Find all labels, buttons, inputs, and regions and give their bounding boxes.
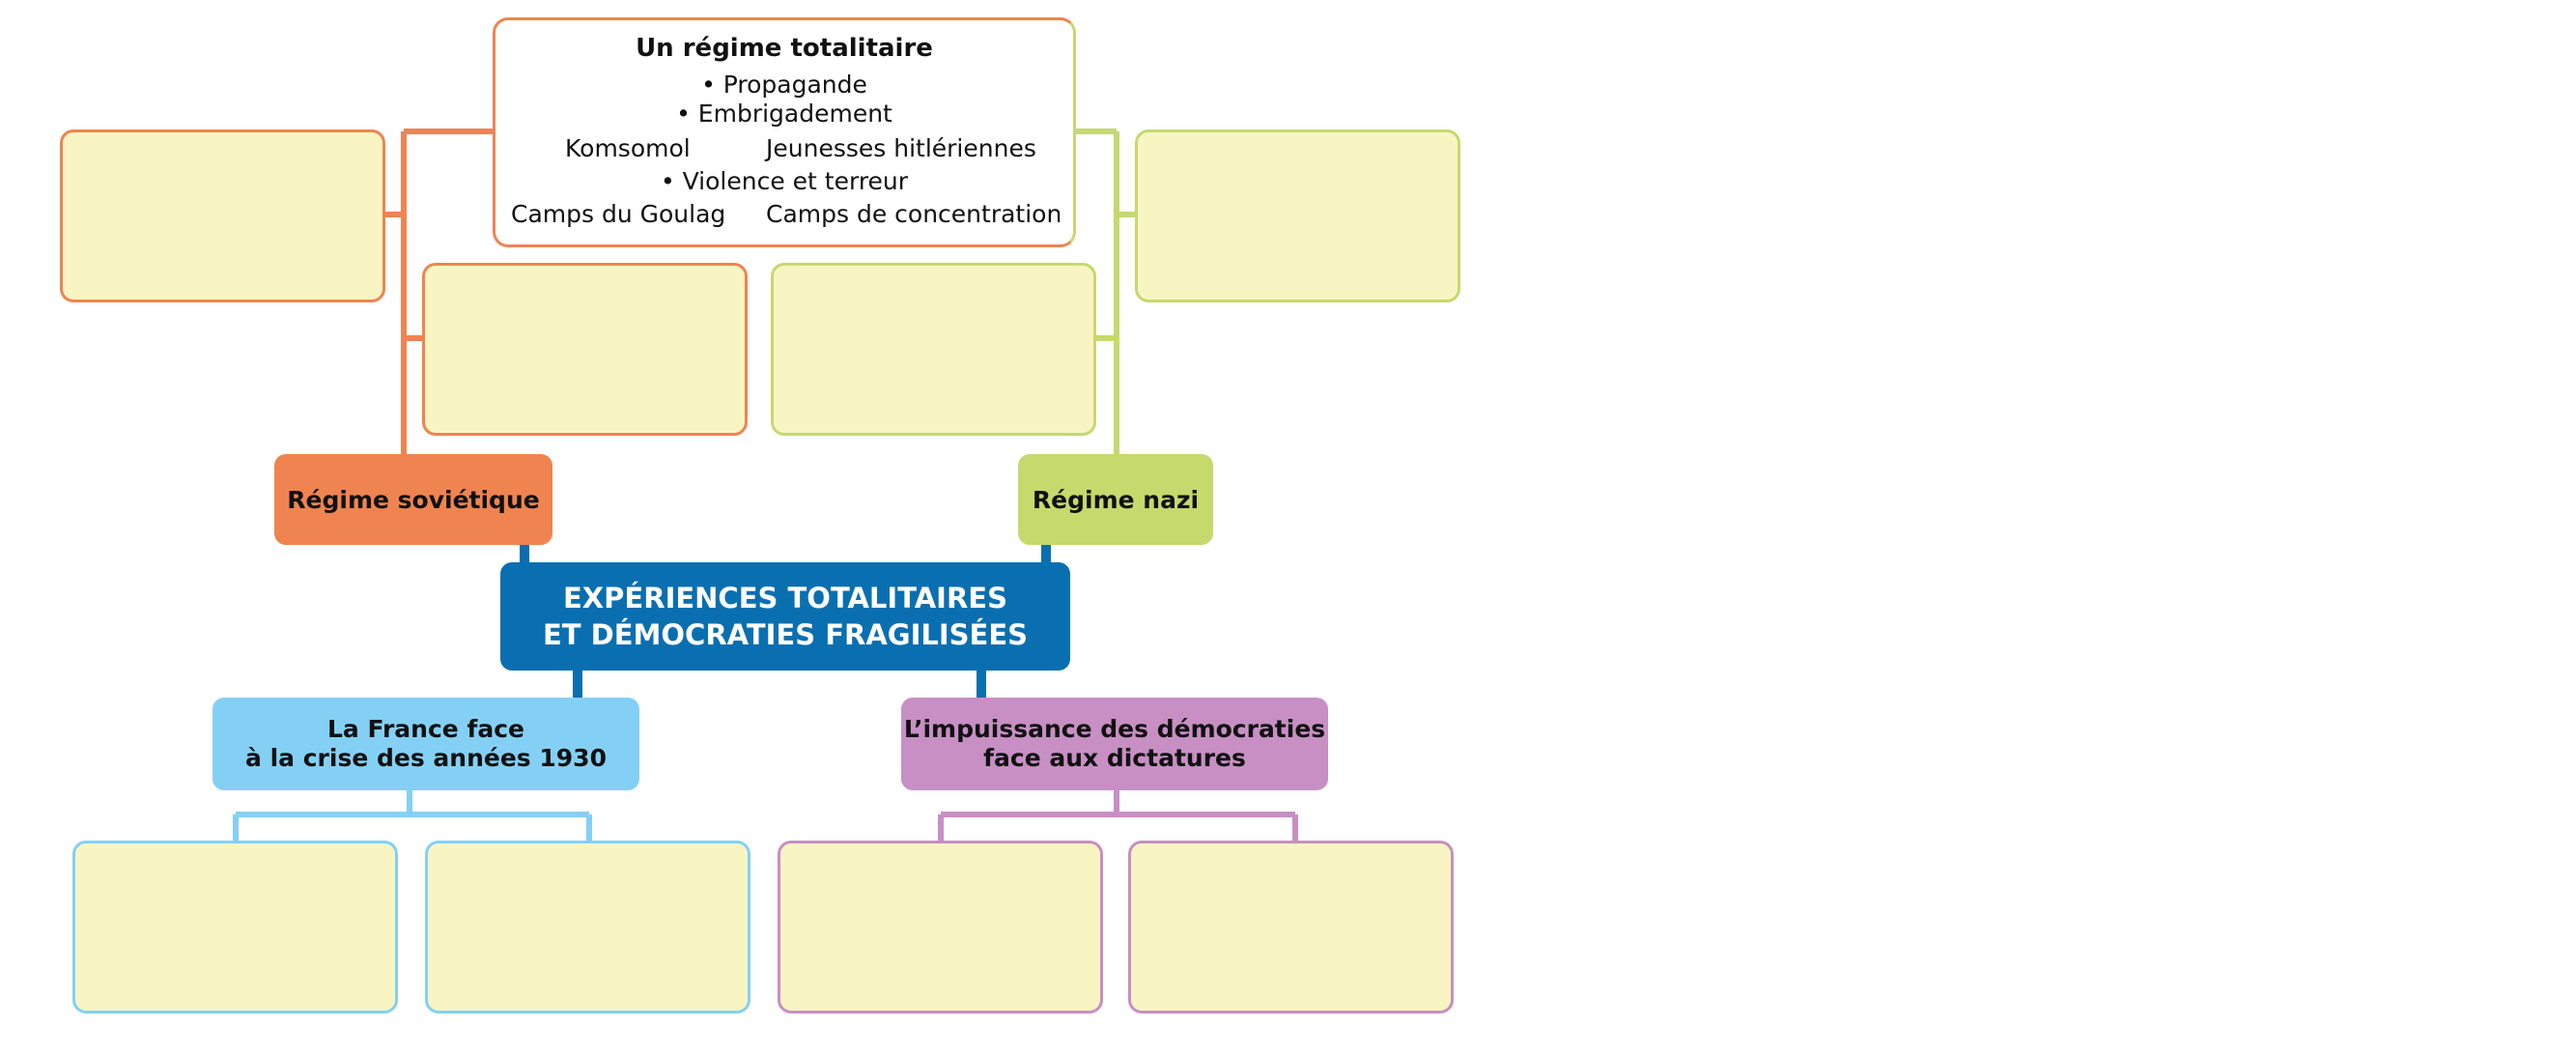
democracies-impotence-line-2: face aux dictatures <box>983 744 1246 772</box>
camps-goulag-label: Camps du Goulag <box>511 200 726 228</box>
soviet-note-box-2[interactable] <box>422 263 748 436</box>
nazi-regime-node: Régime nazi <box>1018 454 1213 545</box>
nazi-regime-label: Régime nazi <box>1032 485 1200 514</box>
france-note-box-2[interactable] <box>425 841 750 1014</box>
nazi-connectors <box>1072 129 1137 456</box>
totalitarian-regime-box: Un régime totalitaire • Propagande • Emb… <box>493 17 1076 247</box>
nazi-note-box-2[interactable] <box>1135 129 1460 302</box>
central-connectors <box>520 543 1051 700</box>
france-connectors <box>233 788 592 843</box>
violence-terreur-bullet: • Violence et terreur <box>660 167 909 195</box>
democracies-impotence-line-1: L’impuissance des démocraties <box>903 715 1326 743</box>
totalitarian-regime-title: Un régime totalitaire <box>636 34 933 63</box>
france-crisis-line-2: à la crise des années 1930 <box>245 744 607 772</box>
france-note-box-1[interactable] <box>72 841 398 1014</box>
soviet-note-box-1[interactable] <box>60 129 385 302</box>
soviet-regime-label: Régime soviétique <box>287 485 540 514</box>
nazi-note-box-1[interactable] <box>771 263 1096 436</box>
central-topic-line-1: EXPÉRIENCES TOTALITAIRES <box>563 582 1007 614</box>
embrigadement-bullet: • Embrigadement <box>676 100 892 128</box>
camps-concentration-label: Camps de concentration <box>766 200 1062 228</box>
central-topic-line-2: ET DÉMOCRATIES FRAGILISÉES <box>542 618 1029 651</box>
propagande-bullet: • Propagande <box>701 71 867 99</box>
france-crisis-node: La France face à la crise des années 193… <box>212 698 639 790</box>
soviet-regime-node: Régime soviétique <box>274 454 552 545</box>
soviet-connectors <box>384 129 493 456</box>
impuissance-note-box-2[interactable] <box>1128 841 1454 1014</box>
jeunesses-hitleriennes-label: Jeunesses hitlériennes <box>766 134 1036 162</box>
impuissance-connectors <box>938 788 1298 843</box>
france-crisis-line-1: La France face <box>327 715 524 743</box>
democracies-impotence-node: L’impuissance des démocraties face aux d… <box>901 698 1328 790</box>
impuissance-note-box-1[interactable] <box>778 841 1103 1014</box>
komsomol-label: Komsomol <box>565 134 691 162</box>
central-topic-node: EXPÉRIENCES TOTALITAIRES ET DÉMOCRATIES … <box>500 562 1070 671</box>
